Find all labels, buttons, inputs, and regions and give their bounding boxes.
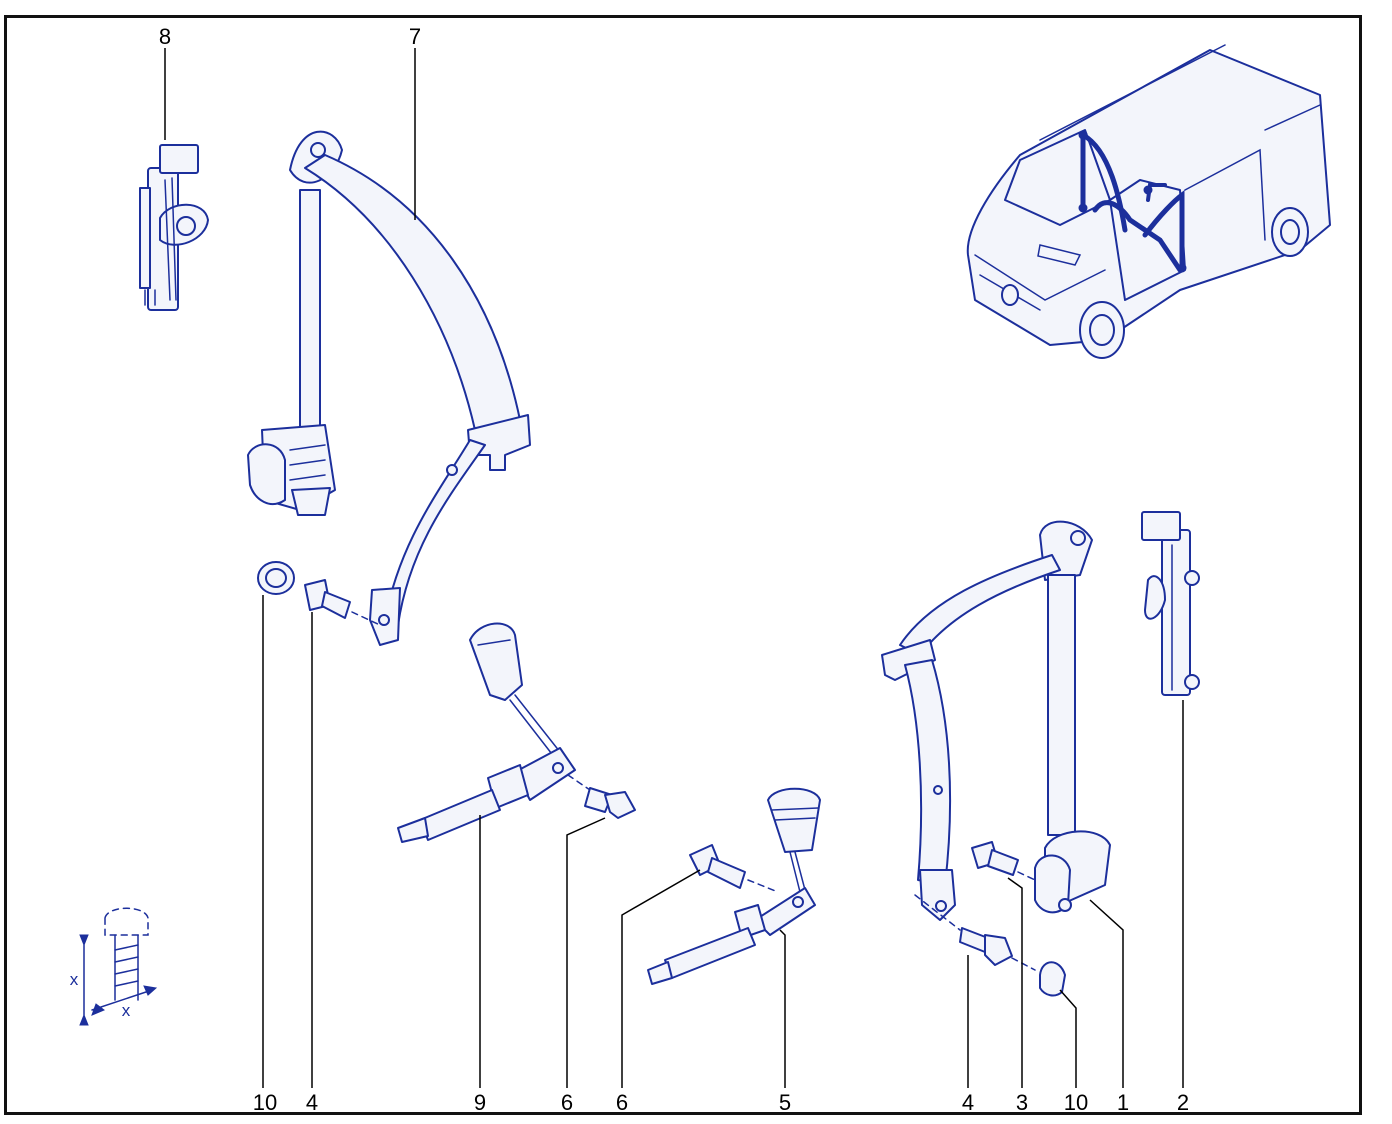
bolt-center-left <box>567 774 636 819</box>
spacer-left <box>257 561 295 595</box>
bolt-right-lower <box>914 894 1036 971</box>
callout-4-left: 4 <box>306 1090 318 1115</box>
callout-10-left: 10 <box>253 1090 277 1115</box>
callout-3: 3 <box>1016 1090 1028 1115</box>
thread-gauge-icon <box>79 907 158 1026</box>
callout-6-right: 6 <box>616 1090 628 1115</box>
diagram-frame <box>4 15 1362 1115</box>
bolt-left <box>304 579 381 626</box>
callout-7-top: 7 <box>409 24 421 49</box>
callout-1: 1 <box>1117 1090 1129 1115</box>
seat-belt-assembly-left <box>247 130 531 646</box>
callout-2: 2 <box>1177 1090 1189 1115</box>
gauge-label-height: x <box>70 970 79 989</box>
callout-10-right: 10 <box>1064 1090 1088 1115</box>
bolt-center-right <box>689 844 779 893</box>
callout-8-top: 8 <box>159 24 171 49</box>
bolt-right-upper <box>971 841 1036 881</box>
gauge-label-width: x <box>122 1001 131 1020</box>
buckle-stalk-left <box>397 622 576 843</box>
leader-lines <box>164 48 1184 1088</box>
callout-6-left: 6 <box>561 1090 573 1115</box>
callout-9: 9 <box>474 1090 486 1115</box>
van-overview-illustration <box>966 44 1331 359</box>
height-adjuster-left <box>139 144 209 311</box>
buckle-stalk-right <box>647 787 821 985</box>
callout-4-right: 4 <box>962 1090 974 1115</box>
callout-labels: 8 7 10 4 9 6 6 5 4 3 10 1 2 x x <box>70 24 1189 1115</box>
seat-belt-assembly-right <box>881 520 1111 921</box>
callout-5: 5 <box>779 1090 791 1115</box>
height-adjuster-right <box>1141 511 1200 696</box>
